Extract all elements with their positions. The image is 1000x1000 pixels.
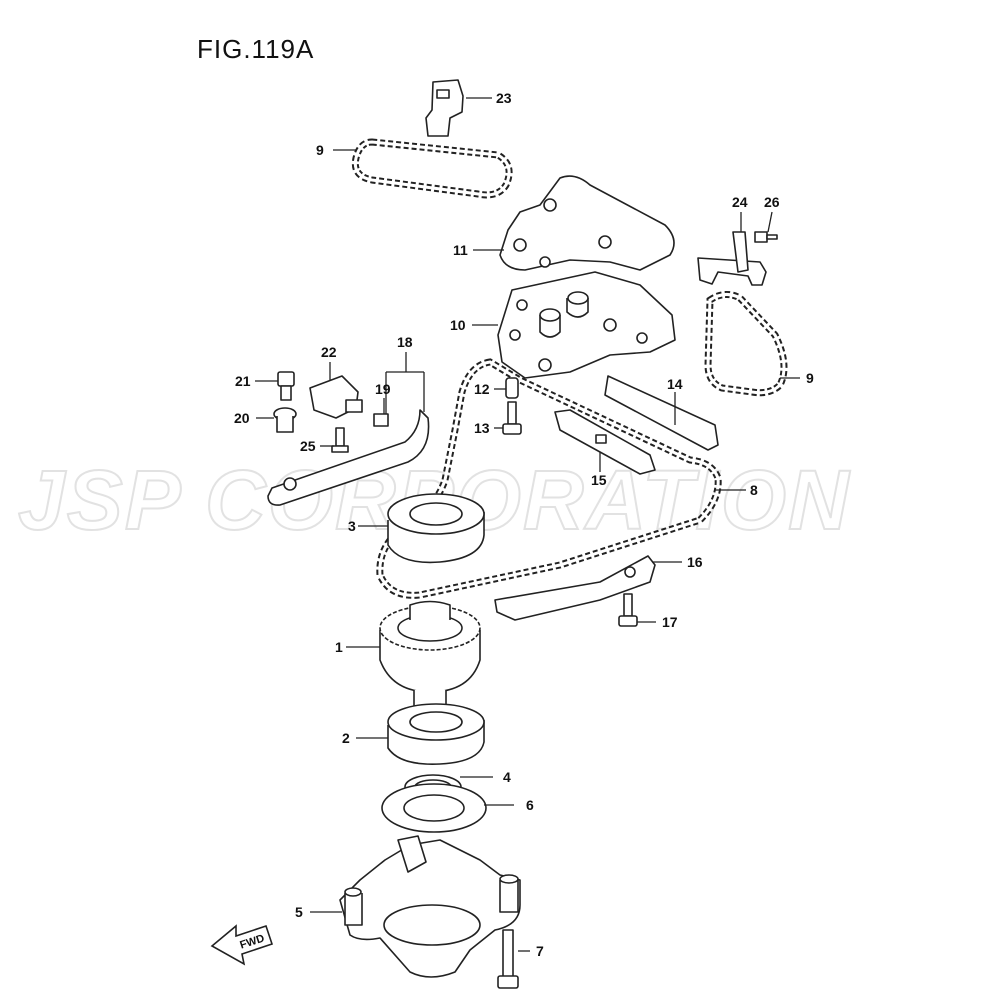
part-23-tensioner [425, 79, 464, 137]
part-7-bolt [497, 929, 519, 989]
part-21-bolt [277, 371, 295, 401]
callout-16: 16 [687, 554, 703, 570]
callout-26: 26 [764, 194, 780, 210]
figure-title: FIG.119A [197, 34, 315, 64]
callout-1: 1 [335, 639, 343, 655]
callout-11: 11 [453, 242, 468, 258]
callout-21: 21 [235, 373, 251, 389]
callout-17: 17 [662, 614, 678, 630]
fwd-arrow-icon: FWD [210, 924, 274, 966]
part-16-chain-guide [494, 555, 656, 621]
callout-3: 3 [348, 518, 356, 534]
part-2-bearing [387, 703, 485, 765]
callout-9-right: 9 [806, 370, 814, 386]
callout-24: 24 [732, 194, 748, 210]
callout-15: 15 [591, 472, 607, 488]
part-22-tensioner-body [309, 375, 363, 419]
callout-6: 6 [526, 797, 534, 813]
callout-14: 14 [667, 376, 683, 392]
part-9-right-chain [704, 291, 788, 397]
part-25-bolt [331, 427, 349, 453]
part-8-main-chain [376, 358, 722, 599]
part-20-collar [273, 407, 297, 433]
part-19-pin [373, 413, 389, 427]
part-26-bolt [754, 231, 778, 243]
part-5-housing [339, 835, 521, 978]
callout-labels: 23 9 11 10 24 26 9 8 14 15 12 13 16 17 1… [234, 90, 814, 959]
callout-2: 2 [342, 730, 350, 746]
callout-5: 5 [295, 904, 303, 920]
part-18-tensioner-arm [267, 409, 430, 506]
callout-22: 22 [321, 344, 337, 360]
callout-10: 10 [450, 317, 466, 333]
part-15-chain-guide [554, 409, 656, 475]
leader-lines [255, 97, 800, 952]
callout-19: 19 [375, 381, 391, 397]
part-6-gasket [381, 783, 487, 833]
callout-20: 20 [234, 410, 250, 426]
callout-12: 12 [474, 381, 490, 397]
part-14-chain-guide [604, 375, 719, 451]
callout-7: 7 [536, 943, 544, 959]
part-3-bearing [387, 493, 485, 564]
part-12-pin [505, 377, 519, 399]
part-17-bolt [618, 593, 638, 627]
part-9-upper-chain [351, 138, 513, 199]
part-1-gear [379, 600, 481, 716]
part-10-oil-pump-body [497, 271, 676, 379]
callout-9-upper: 9 [316, 142, 324, 158]
callout-18: 18 [397, 334, 413, 350]
part-13-bolt [502, 401, 522, 435]
part-11-gasket [499, 175, 675, 271]
callout-23: 23 [496, 90, 512, 106]
callout-13: 13 [474, 420, 490, 436]
callout-25: 25 [300, 438, 316, 454]
callout-4: 4 [503, 769, 511, 785]
callout-8: 8 [750, 482, 758, 498]
